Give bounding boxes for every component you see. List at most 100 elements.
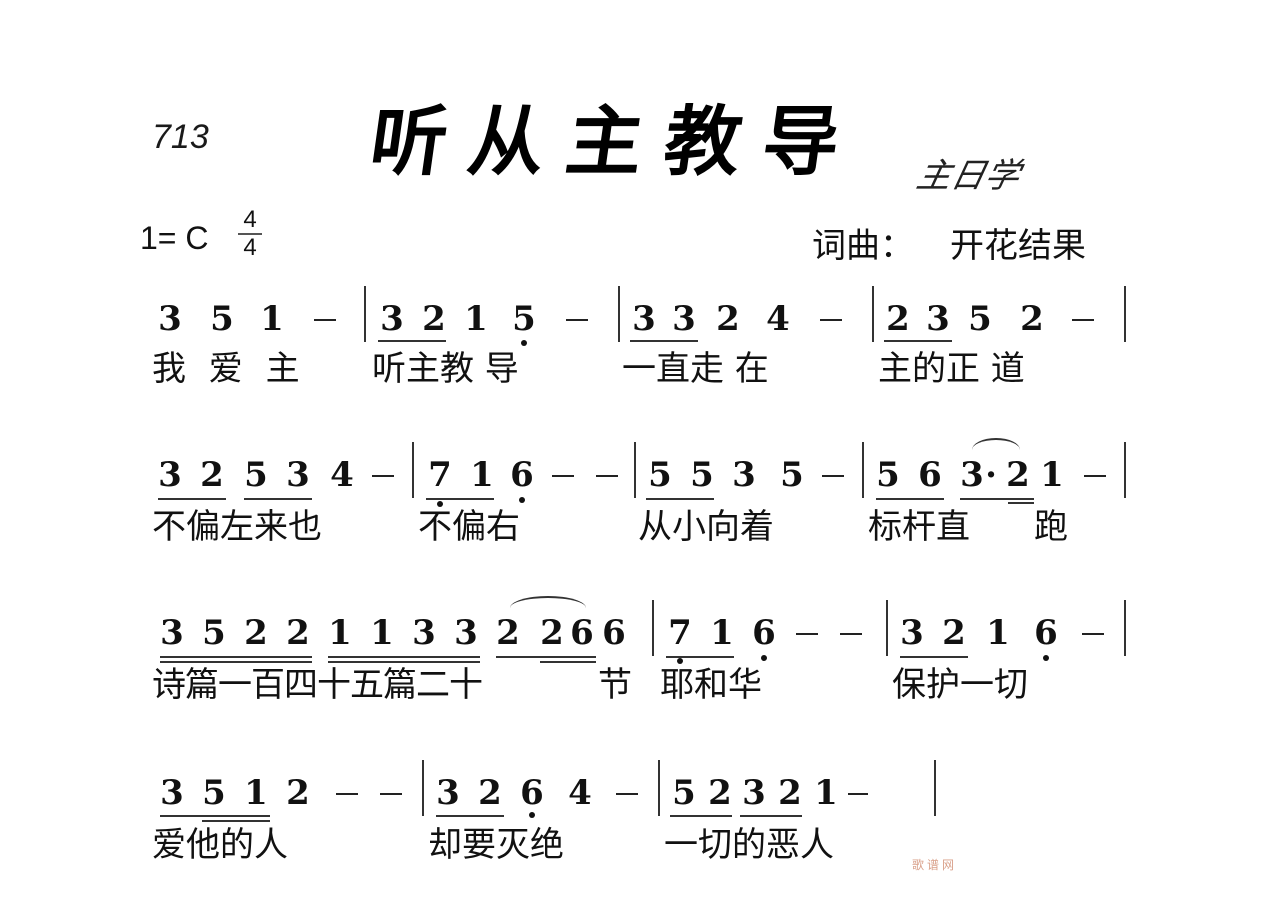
note: 5 (512, 299, 536, 339)
lyric: 我 爱 主 (152, 349, 306, 389)
note: 3 (158, 299, 182, 339)
note: 2 (1020, 299, 1044, 339)
eighth-underline (884, 340, 952, 342)
barline (934, 760, 936, 816)
note: 6 (602, 613, 626, 653)
note: 3 (454, 613, 478, 653)
dash (820, 319, 842, 321)
note: 2 (286, 773, 310, 813)
eighth-underline (436, 815, 504, 817)
note: 4 (568, 773, 592, 813)
eighth-underline (646, 498, 714, 500)
sixteenth-underline (160, 661, 312, 663)
note: 5 (244, 455, 268, 495)
lyric: 标杆直 (868, 507, 970, 547)
note: 3 (286, 455, 310, 495)
note: 1 (328, 613, 352, 653)
note: 7 (668, 613, 692, 653)
note: 5 (876, 455, 900, 495)
dash (380, 793, 402, 795)
note: 3 (672, 299, 696, 339)
barline (658, 760, 660, 816)
barline (872, 286, 874, 342)
barline (1124, 442, 1126, 498)
note: 6 (752, 613, 776, 653)
note: 2 (708, 773, 732, 813)
note: 3 (742, 773, 766, 813)
sixteenth-underline (540, 661, 596, 663)
lyric: 不偏右 (418, 507, 520, 547)
low-octave-dot (677, 658, 683, 664)
note: 3 (436, 773, 460, 813)
dash (796, 633, 818, 635)
augmentation-dot: · (985, 455, 997, 495)
dash (314, 319, 336, 321)
note: 2 (886, 299, 910, 339)
time-signature-bottom: 4 (243, 234, 257, 261)
low-octave-dot (519, 497, 525, 503)
lyric: 从小向着 (638, 507, 774, 547)
note: 5 (690, 455, 714, 495)
low-octave-dot (761, 655, 767, 661)
note: 1 (470, 455, 494, 495)
lyric: 不偏左来也 (152, 507, 322, 547)
dash (336, 793, 358, 795)
barline (422, 760, 424, 816)
dash (848, 793, 868, 795)
note: 5 (672, 773, 696, 813)
lyric: 节 (598, 665, 632, 705)
note: 1 (464, 299, 488, 339)
dash (616, 793, 638, 795)
eighth-underline (158, 498, 226, 500)
note: 1 (814, 773, 838, 813)
lyric: 却要灭绝 (428, 825, 564, 865)
note: 2 (540, 613, 564, 653)
note: 1 (244, 773, 268, 813)
note: 1 (1040, 455, 1064, 495)
note: 5 (648, 455, 672, 495)
hymn-number: 713 (152, 118, 209, 156)
barline (862, 442, 864, 498)
dash (552, 475, 574, 477)
slur (972, 438, 1020, 450)
note: 5 (202, 773, 226, 813)
sixteenth-underline (202, 820, 270, 822)
note: 1 (710, 613, 734, 653)
eighth-underline (160, 656, 312, 658)
dash (1084, 475, 1106, 477)
lyric: 主的正 道 (878, 349, 1025, 389)
time-signature-top: 4 (243, 206, 257, 233)
note: 2 (200, 455, 224, 495)
note: 2 (778, 773, 802, 813)
eighth-underline (630, 340, 698, 342)
note: 3 (732, 455, 756, 495)
note: 3 (900, 613, 924, 653)
credit-name: 开花结果 (950, 226, 1086, 266)
note: 2 (478, 773, 502, 813)
watermark-text: 歌谱网 (912, 858, 958, 872)
note: 6 (510, 455, 534, 495)
eighth-underline (876, 498, 944, 500)
eighth-underline (426, 498, 494, 500)
lyric: 耶和华 (660, 665, 762, 705)
lyric: 保护一切 (892, 665, 1028, 705)
note: 6 (570, 613, 594, 653)
note: 2 (942, 613, 966, 653)
eighth-underline (160, 815, 270, 817)
note: 5 (202, 613, 226, 653)
credits: 词曲：开花结果 (812, 218, 1086, 267)
barline (634, 442, 636, 498)
note: 6 (918, 455, 942, 495)
eighth-underline (496, 656, 596, 658)
note: 3 (632, 299, 656, 339)
lyric: 跑 (1034, 507, 1068, 547)
note: 2 (286, 613, 310, 653)
note: 3 (160, 613, 184, 653)
barline (364, 286, 366, 342)
watermark: 歌谱网 (912, 856, 957, 873)
note: 4 (330, 455, 354, 495)
lyric: 爱他的人 (152, 825, 288, 865)
fraction-bar (238, 233, 262, 235)
time-signature: 4 4 (236, 208, 264, 260)
low-octave-dot (521, 340, 527, 346)
